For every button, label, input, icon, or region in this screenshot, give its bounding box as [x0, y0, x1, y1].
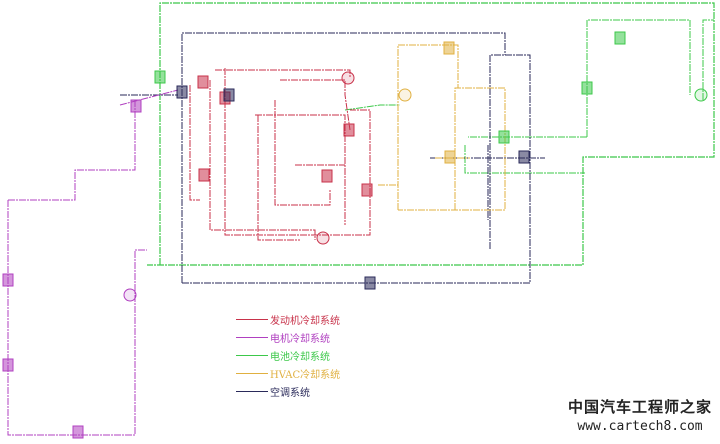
motor-link: [119, 89, 179, 106]
ac-loop-top: [181, 32, 506, 283]
engine-thermostat: [280, 79, 351, 131]
legend-swatch: [236, 390, 268, 392]
motor-feed: [8, 100, 136, 201]
legend-label: 发动机冷却系统: [270, 315, 340, 327]
engine-loop-b: [224, 68, 371, 236]
battery-branch: [702, 19, 714, 100]
engine-component: [361, 183, 373, 197]
legend-item-battery: 电池冷却系统: [236, 346, 340, 364]
battery-component: [498, 130, 510, 144]
legend-item-hvac: HVAC冷却系统: [236, 364, 340, 382]
legend-swatch: [236, 336, 268, 338]
ac-component: [364, 276, 376, 290]
legend-swatch: [236, 372, 268, 374]
engine-inner-4: [257, 115, 300, 241]
battery-loop-outer: [147, 2, 715, 266]
battery-return: [464, 145, 585, 174]
engine-component: [321, 169, 333, 183]
watermark-url: www.cartech8.com: [577, 419, 703, 434]
legend-item-engine: 发动机冷却系统: [236, 310, 340, 328]
legend-item-ac: 空调系统: [236, 382, 340, 400]
engine-pump: [316, 231, 330, 245]
motor-component: [2, 273, 14, 287]
ac-chiller: [518, 150, 530, 164]
battery-component: [154, 70, 166, 84]
engine-loop-c: [189, 85, 200, 201]
watermark: 中国汽车工程师之家 www.cartech8.com: [568, 396, 712, 434]
legend-item-motor: 电机冷却系统: [236, 328, 340, 346]
ac-compressor: [176, 85, 188, 99]
legend-swatch: [236, 354, 268, 356]
legend-label: 空调系统: [270, 387, 310, 399]
legend: 发动机冷却系统 电机冷却系统 电池冷却系统 HVAC冷却系统 空调系统: [236, 310, 340, 400]
legend-label: 电池冷却系统: [270, 351, 330, 363]
engine-component: [198, 168, 210, 182]
battery-component: [694, 88, 708, 102]
battery-component: [614, 31, 626, 45]
battery-loop-radiator: [586, 19, 691, 137]
battery-component: [581, 81, 593, 95]
engine-component: [197, 75, 209, 89]
motor-component: [130, 99, 142, 113]
ac-loop-right: [182, 54, 531, 284]
ac-valve: [223, 88, 235, 102]
motor-loop: [7, 200, 147, 436]
legend-swatch: [236, 318, 268, 320]
hvac-component: [443, 41, 455, 55]
hvac-loop-b: [398, 87, 506, 211]
engine-top: [215, 69, 351, 78]
battery-link: [344, 104, 400, 111]
legend-label: 电机冷却系统: [270, 333, 330, 345]
motor-pump: [123, 288, 137, 302]
engine-inner-2: [274, 100, 331, 206]
engine-pump: [341, 71, 355, 85]
hvac-loop-a: [397, 44, 459, 210]
motor-component: [72, 425, 84, 439]
watermark-name: 中国汽车工程师之家: [567, 398, 712, 416]
hvac-component: [398, 88, 412, 102]
legend-label: HVAC冷却系统: [270, 369, 341, 381]
hvac-component: [444, 150, 456, 164]
engine-component: [343, 123, 355, 137]
motor-component: [2, 358, 14, 372]
engine-inner-1: [255, 114, 346, 225]
